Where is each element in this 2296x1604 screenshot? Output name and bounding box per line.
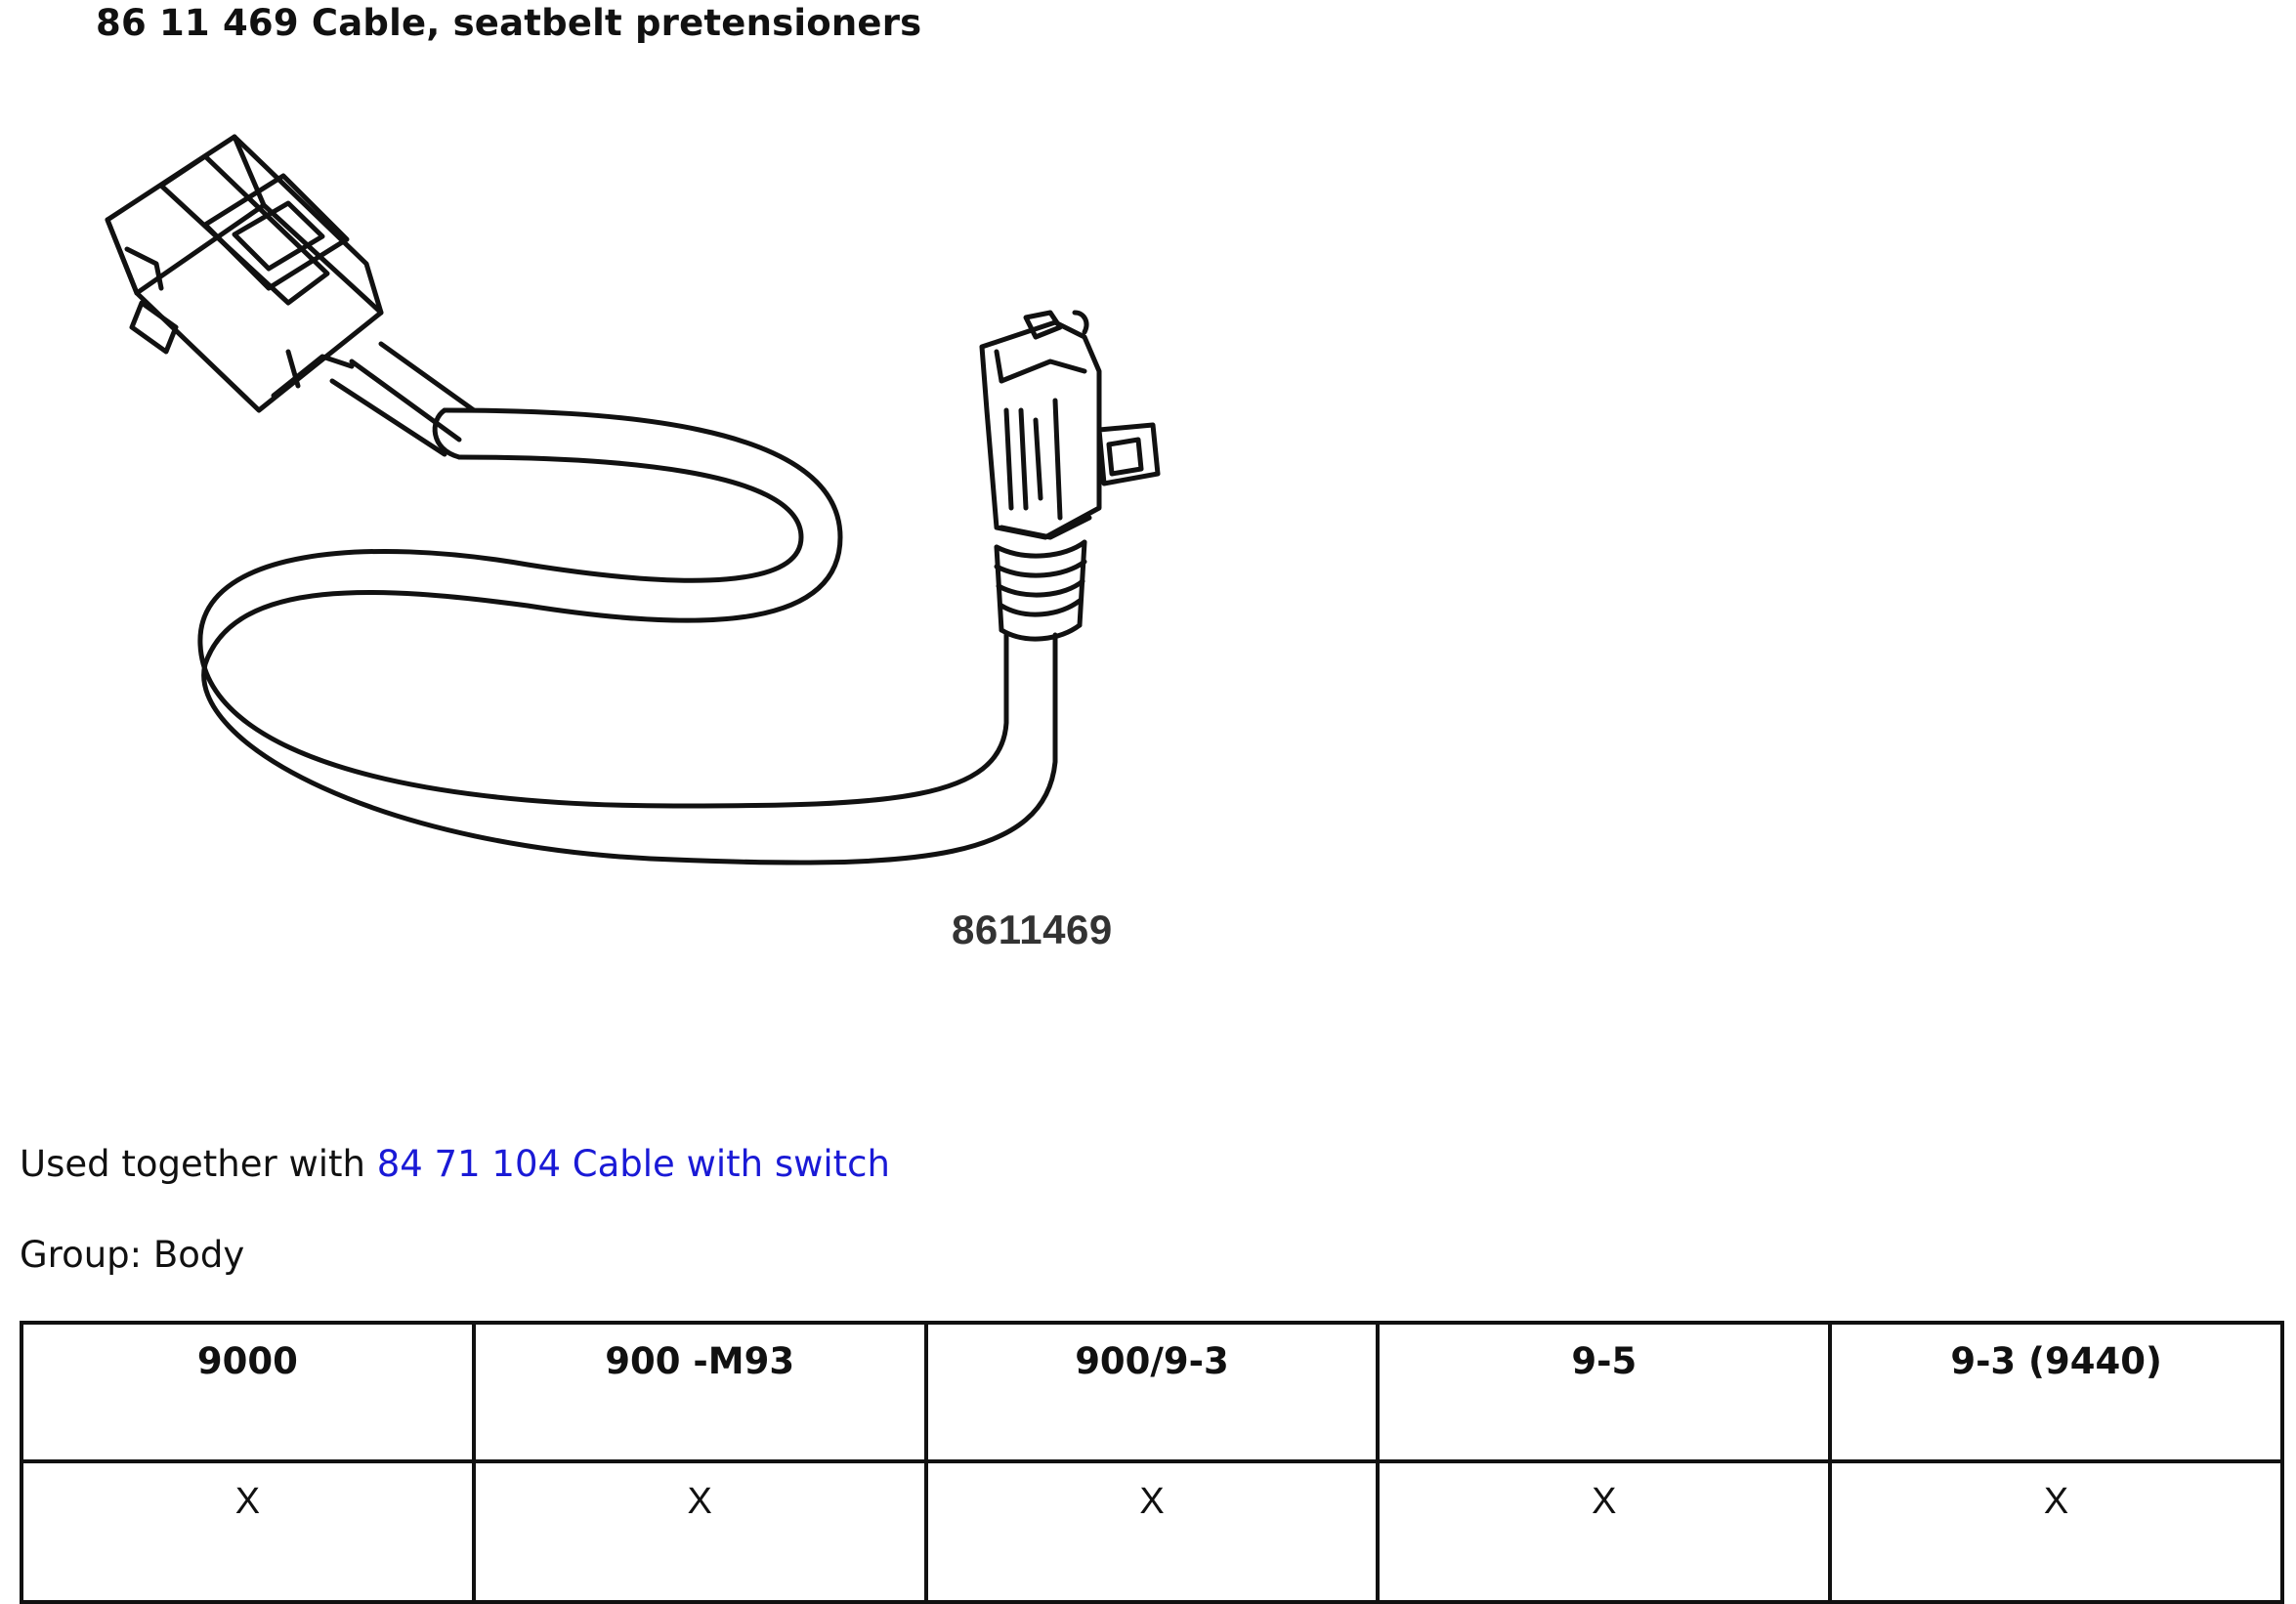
model-header: 900 -M93 [471,1321,928,1463]
table-header-row: 9000 900 -M93 900/9-3 9-5 9-3 (9440) [20,1321,2284,1463]
related-part-link[interactable]: 84 71 104 Cable with switch [376,1143,890,1185]
fitment-cell: X [20,1459,476,1604]
wire-2 [378,341,477,413]
page-title: 86 11 469 Cable, seatbelt pretensioners [96,2,922,44]
model-header: 9000 [20,1321,476,1463]
model-header: 9-3 (9440) [1828,1321,2284,1463]
used-together-label: Used together with [20,1143,377,1185]
cable-end-cap [432,407,462,460]
wire-3 [329,378,447,457]
fitment-cell: X [471,1459,928,1604]
model-header: 9-5 [1376,1321,1833,1463]
drawing-number: 8611469 [952,907,1113,952]
wire-1 [349,359,462,443]
left-connector [105,134,384,413]
right-connector [979,310,1161,642]
table-row: X X X X X [20,1459,2284,1604]
cable-outer-edge [201,407,1058,865]
fitment-cell: X [923,1459,1381,1604]
model-header: 900/9-3 [923,1321,1381,1463]
fitment-cell: X [1828,1459,2284,1604]
cable-inner-edge [197,454,1009,809]
used-together-line: Used together with 84 71 104 Cable with … [20,1143,890,1185]
fitment-cell: X [1376,1459,1833,1604]
model-fitment-table: 9000 900 -M93 900/9-3 9-5 9-3 (9440) X X… [20,1321,2284,1604]
group-label: Group: Body [20,1234,245,1276]
cable-illustration [88,117,1202,977]
